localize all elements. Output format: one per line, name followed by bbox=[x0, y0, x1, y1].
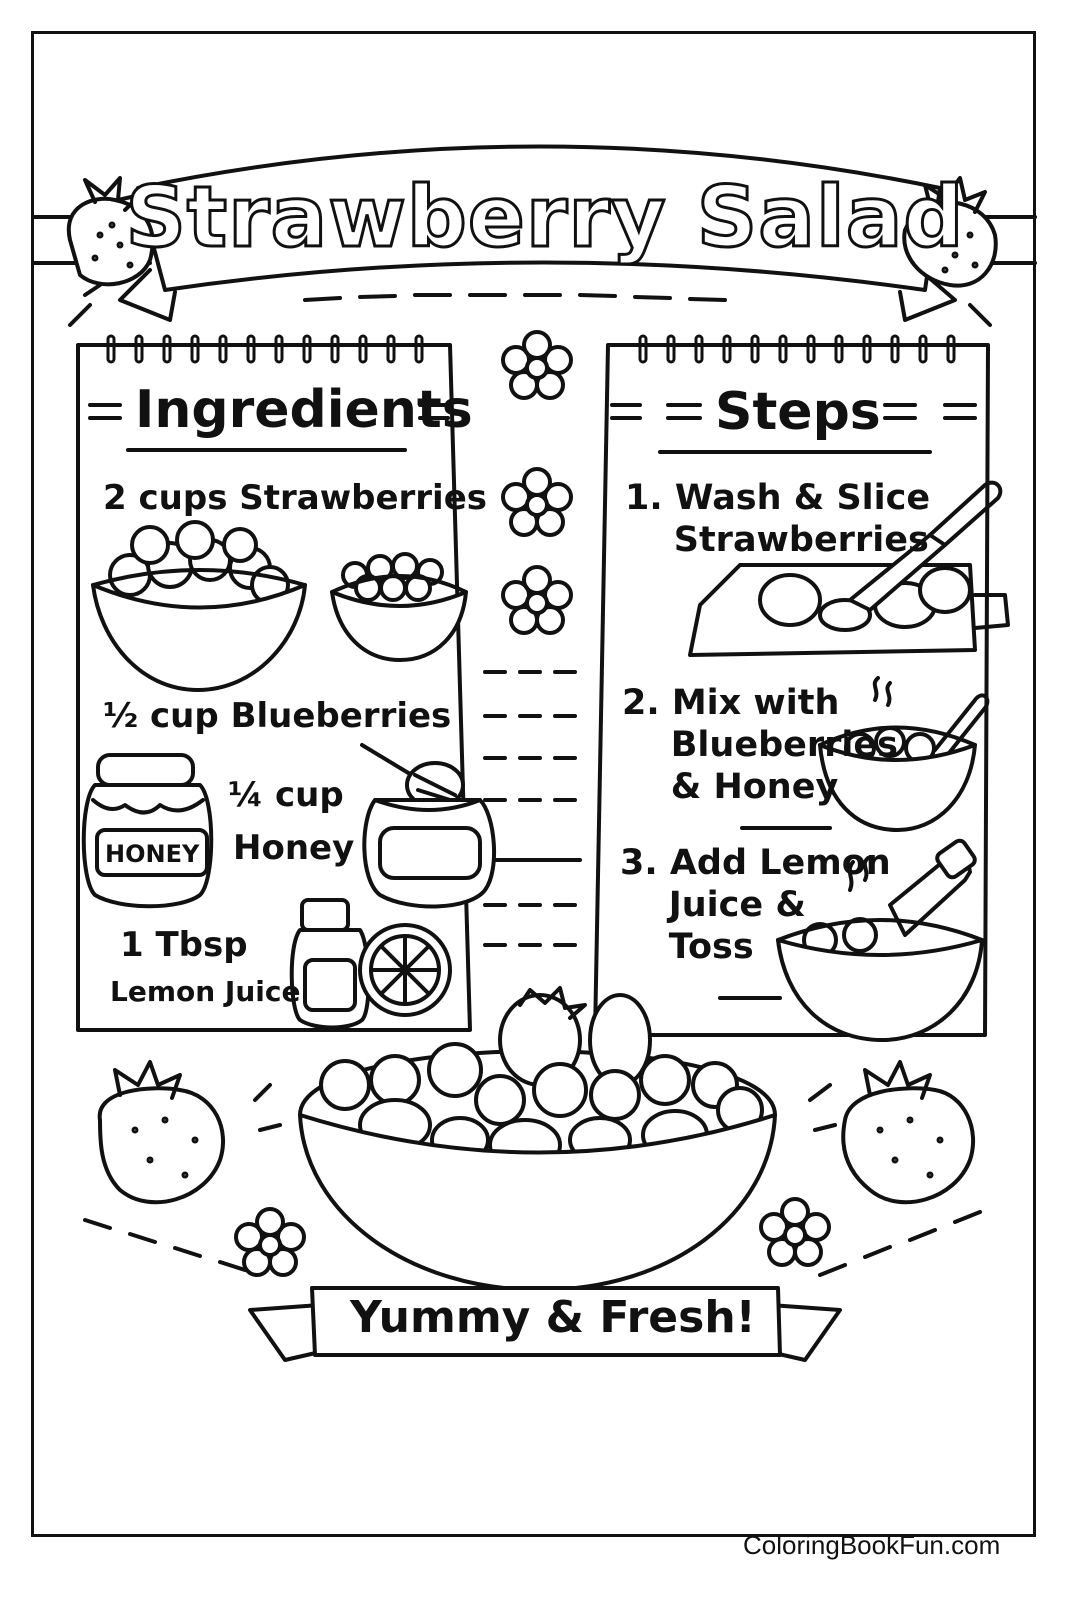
steps-card bbox=[593, 334, 990, 1037]
title-banner bbox=[31, 144, 1037, 327]
ingredient-strawberries: 2 cups Strawberries bbox=[103, 478, 488, 518]
ingredient-honey-amount: ¼ cup bbox=[228, 775, 344, 815]
page-border bbox=[31, 31, 1036, 1537]
flower-icon bbox=[234, 1207, 306, 1277]
lemon-juice-bottle bbox=[289, 898, 371, 1030]
page-title: Strawberry Salad bbox=[124, 167, 965, 268]
lemon-bowl bbox=[776, 838, 984, 1042]
lemon-slice-icon bbox=[358, 923, 452, 1017]
blueberry-bowl bbox=[330, 552, 468, 662]
dash-rays bbox=[83, 1210, 982, 1277]
honey-jar-label: HONEY bbox=[105, 840, 200, 868]
ingredient-lemon-juice: Lemon Juice bbox=[110, 975, 301, 1008]
ingredients-heading: Ingredients bbox=[135, 380, 473, 440]
strawberry-icon bbox=[841, 1060, 976, 1205]
strawberry-icon bbox=[66, 176, 155, 287]
honey-jar bbox=[81, 753, 214, 909]
strawberry-icon bbox=[97, 1060, 226, 1205]
ingredient-blueberries: ½ cup Blueberries bbox=[103, 696, 452, 736]
footer-text: Yummy & Fresh! bbox=[350, 1292, 756, 1343]
step-2: 2. Mix with Blueberries & Honey bbox=[622, 683, 898, 807]
step-3: 3. Add Lemon Juice & Toss bbox=[620, 843, 891, 967]
flower-icon bbox=[501, 330, 573, 400]
honey-pot bbox=[360, 743, 496, 909]
salad-bowl bbox=[298, 986, 777, 1292]
footer-banner bbox=[248, 1286, 842, 1362]
cutting-board bbox=[688, 480, 1010, 657]
strawberry-bowl bbox=[91, 520, 307, 692]
site-credit: ColoringBookFun.com bbox=[743, 1530, 1001, 1560]
mixing-bowl bbox=[818, 676, 990, 832]
ingredient-lemon-amount: 1 Tbsp bbox=[120, 925, 248, 965]
sparkle-lines bbox=[253, 1083, 837, 1132]
steps-heading: Steps bbox=[715, 382, 881, 442]
ingredient-honey: Honey bbox=[233, 828, 355, 868]
step-1: 1. Wash & Slice Strawberries bbox=[625, 478, 931, 560]
flower-icon bbox=[501, 565, 573, 635]
flower-icon bbox=[501, 467, 573, 537]
divider-dashes bbox=[478, 670, 582, 947]
strawberry-icon bbox=[902, 176, 998, 288]
flower-icon bbox=[759, 1197, 831, 1267]
